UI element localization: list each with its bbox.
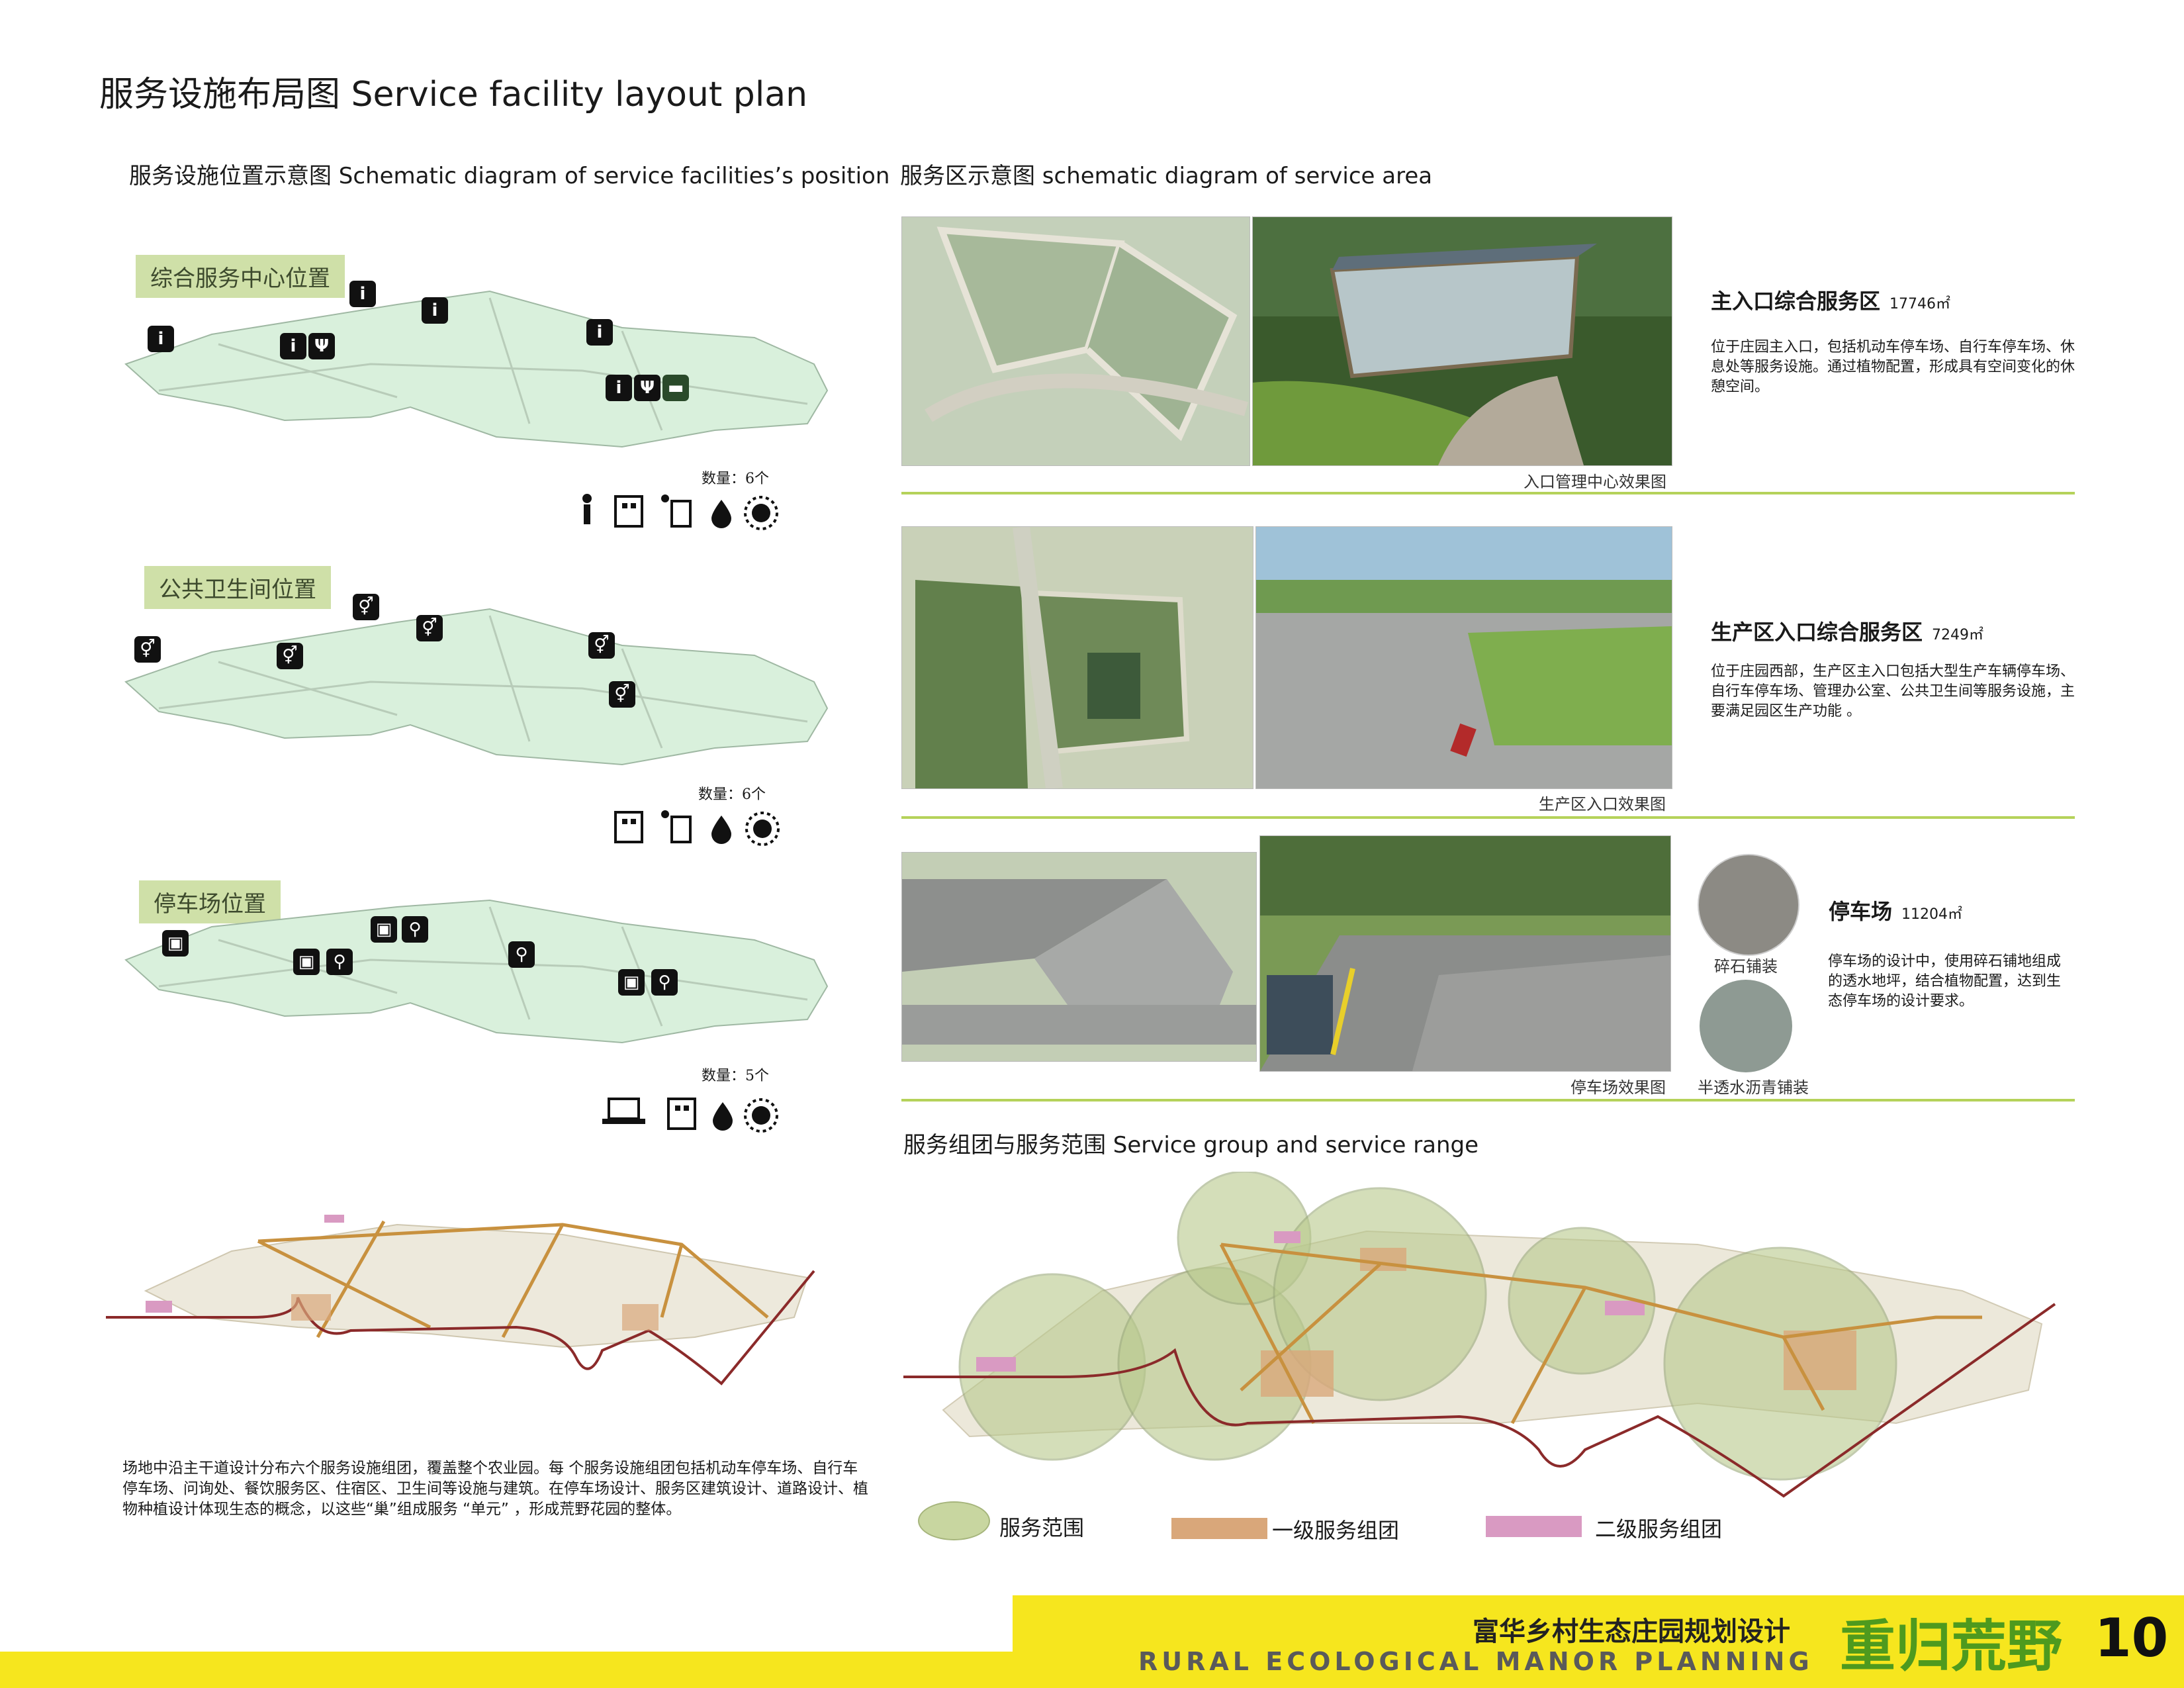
info-icon: i xyxy=(280,333,306,359)
map-count: 数量：5个 xyxy=(702,1068,769,1084)
material-label: 碎石铺装 xyxy=(1714,957,1778,976)
group-heading: 服务组团与服务范围 Service group and service rang… xyxy=(903,1132,1479,1158)
map-service-center xyxy=(124,290,829,448)
legend-swatch-service-range xyxy=(918,1501,990,1540)
bus-icon: ▣ xyxy=(618,969,645,996)
laptop-icon xyxy=(602,1098,645,1124)
zone-2-caption: 生产区入口效果图 xyxy=(1539,795,1666,814)
zone-2-text: 位于庄园西部，生产区主入口包括大型生产车辆停车场、自行车停车场、管理办公室、公共… xyxy=(1711,663,2075,720)
map-legend-icons xyxy=(602,1098,778,1133)
zone-3-render-image xyxy=(1259,835,1671,1072)
sun-icon xyxy=(744,496,778,530)
legend-label: 二级服务组团 xyxy=(1595,1517,1723,1542)
material-label: 半透水沥青铺装 xyxy=(1698,1078,1809,1097)
divider xyxy=(901,1099,2075,1102)
legend-label: 一级服务组团 xyxy=(1272,1518,1400,1543)
zone-1-plan-image xyxy=(901,216,1250,466)
bus-icon: ▣ xyxy=(162,930,189,957)
bed-icon: ▬ xyxy=(662,375,689,401)
bus-icon: ▣ xyxy=(293,949,320,975)
map-label-service-center: 综合服务中心位置 xyxy=(136,255,345,298)
bus-icon: ▣ xyxy=(371,916,397,943)
info-icon: i xyxy=(586,319,613,346)
group-map-large xyxy=(903,1172,2056,1498)
legend-label: 服务范围 xyxy=(999,1515,1085,1540)
zone-1-render-image xyxy=(1252,216,1672,466)
map-legend-icons xyxy=(614,810,780,846)
restaurant-icon: Ψ xyxy=(634,375,660,401)
sun-icon xyxy=(744,1098,778,1133)
divider xyxy=(901,492,2075,494)
asphalt-material-image xyxy=(1700,980,1792,1072)
restaurant-icon: Ψ xyxy=(308,333,335,359)
zone-2-render-image xyxy=(1255,526,1672,789)
zone-1-caption: 入口管理中心效果图 xyxy=(1524,473,1666,491)
building-icon xyxy=(614,811,643,843)
toilet-icon: ⚥ xyxy=(416,615,443,641)
right-heading: 服务区示意图 schematic diagram of service area xyxy=(900,163,1433,189)
footer-band xyxy=(1013,1595,2184,1688)
trash-icon xyxy=(661,810,692,843)
building-icon xyxy=(614,495,643,528)
sun-icon xyxy=(745,812,780,846)
info-icon: i xyxy=(606,375,632,401)
toilet-icon: ⚥ xyxy=(134,636,161,663)
zone-3-plan-image xyxy=(901,852,1257,1062)
footer-art-title: 重归荒野 xyxy=(1840,1613,2063,1679)
trash-icon xyxy=(661,494,692,528)
gravel-material-image xyxy=(1698,854,1799,956)
left-heading: 服务设施位置示意图 Schematic diagram of service f… xyxy=(129,163,890,189)
bicycle-icon: ⚲ xyxy=(651,969,678,996)
water-drop-icon xyxy=(713,1102,733,1131)
zone-1-text: 位于庄园主入口，包括机动车停车场、自行车停车场、休息处等服务设施。通过植物配置，… xyxy=(1711,339,2075,395)
map-parking xyxy=(124,899,829,1044)
map-count: 数量：6个 xyxy=(698,786,766,803)
toilet-icon: ⚥ xyxy=(353,594,379,620)
water-drop-icon xyxy=(711,816,731,844)
info-icon: i xyxy=(349,281,376,307)
person-icon xyxy=(582,494,592,524)
toilet-icon: ⚥ xyxy=(588,632,615,659)
group-map-small xyxy=(106,1215,815,1385)
zone-3-text: 停车场的设计中，使用碎石铺地组成的透水地坪，结合植物配置，达到生态停车场的设计要… xyxy=(1828,953,2062,1009)
map-toilet xyxy=(124,608,829,766)
info-icon: i xyxy=(148,326,174,352)
water-drop-icon xyxy=(711,500,731,528)
footer-cn-title: 富华乡村生态庄园规划设计 xyxy=(1473,1617,1790,1647)
footer-en-title: RURAL ECOLOGICAL MANOR PLANNING xyxy=(1138,1647,1813,1676)
map-legend-icons xyxy=(582,494,778,530)
description-text: 场地中沿主干道设计分布六个服务设施组团，覆盖整个农业园。每 个服务设施组团包括机… xyxy=(122,1460,868,1518)
legend-swatch-primary-group xyxy=(1171,1518,1267,1539)
page-number: 10 xyxy=(2095,1607,2169,1669)
legend-swatch-secondary-group xyxy=(1486,1516,1582,1537)
toilet-icon: ⚥ xyxy=(609,681,635,708)
bicycle-icon: ⚲ xyxy=(326,949,353,975)
map-label-parking: 停车场位置 xyxy=(139,880,281,923)
page-title: 服务设施布局图 Service facility layout plan xyxy=(99,75,808,115)
divider xyxy=(901,816,2075,819)
map-count: 数量：6个 xyxy=(702,471,769,487)
footer-band xyxy=(0,1652,1013,1688)
info-icon: i xyxy=(422,297,448,324)
zone-2-plan-image xyxy=(901,526,1253,789)
map-label-toilet: 公共卫生间位置 xyxy=(144,566,331,609)
zone-3-caption: 停车场效果图 xyxy=(1570,1078,1666,1097)
bicycle-icon: ⚲ xyxy=(508,941,535,968)
bicycle-icon: ⚲ xyxy=(402,916,428,943)
toilet-icon: ⚥ xyxy=(277,643,303,669)
building-icon xyxy=(667,1098,696,1130)
